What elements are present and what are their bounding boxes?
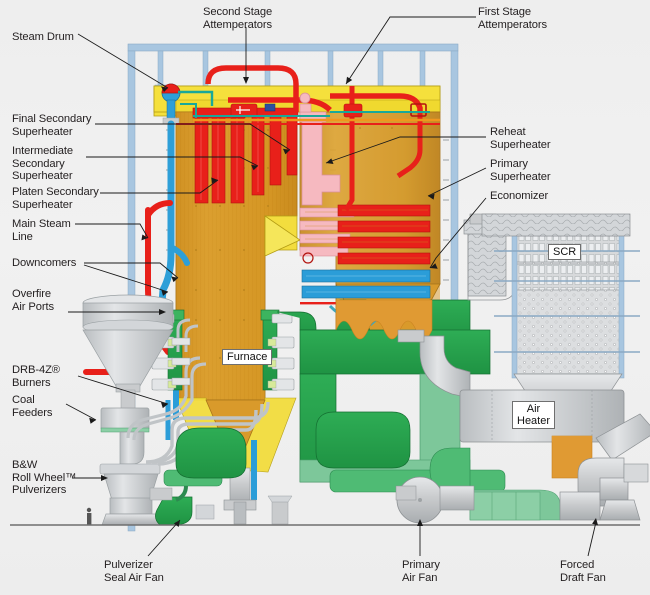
secondary-superheater-pendants <box>192 107 299 204</box>
label-first-stage-attemperators: First Stage Attemperators <box>478 6 547 31</box>
tag-air-heater: Air Heater <box>512 401 556 429</box>
label-drb-4z-burners: DRB-4Z® Burners <box>12 364 60 389</box>
label-coal-feeders: Coal Feeders <box>12 394 53 419</box>
label-final-secondary-superheater: Final Secondary Superheater <box>12 113 92 138</box>
leader-lines <box>65 16 598 557</box>
pulverizer-seal-air-fan <box>149 427 293 526</box>
primary-air-fan <box>395 476 475 524</box>
human-scale-figure <box>86 507 92 525</box>
label-platen-secondary-superheater: Platen Secondary Superheater <box>12 186 99 211</box>
label-intermediate-secondary-superheater: Intermediate Secondary Superheater <box>12 145 73 183</box>
label-overfire-air-ports: Overfire Air Ports <box>12 288 54 313</box>
primary-superheater <box>337 204 431 265</box>
label-reheat-superheater: Reheat Superheater <box>490 126 551 151</box>
attemperator-piping <box>205 65 427 212</box>
forced-draft-fan <box>559 457 649 521</box>
label-pulverizer-seal-air-fan: Pulverizer Seal Air Fan <box>104 559 164 584</box>
scr-catalyst-layer-2 <box>513 263 623 291</box>
coal-feeder <box>100 407 150 465</box>
tag-scr: SCR <box>548 244 582 260</box>
coal-silo <box>82 294 174 411</box>
tag-furnace: Furnace <box>222 349 273 365</box>
primary-air-duct <box>315 411 411 469</box>
label-main-steam-line: Main Steam Line <box>12 218 71 243</box>
label-forced-draft-fan: Forced Draft Fan <box>560 559 606 584</box>
label-primary-superheater: Primary Superheater <box>490 158 551 183</box>
label-primary-air-fan: Primary Air Fan <box>402 559 440 584</box>
label-second-stage-attemperators: Second Stage Attemperators <box>203 6 273 31</box>
label-roll-wheel-pulverizers: B&W Roll Wheel™ Pulverizers <box>12 459 77 497</box>
label-downcomers: Downcomers <box>12 257 77 269</box>
ammonia-injection-grid <box>467 227 507 297</box>
rear-pass-port <box>302 252 314 264</box>
label-economizer: Economizer <box>490 190 549 202</box>
label-steam-drum: Steam Drum <box>12 31 74 43</box>
first-stage-attemperator-body <box>343 103 363 118</box>
roll-wheel-pulverizer <box>99 318 270 526</box>
